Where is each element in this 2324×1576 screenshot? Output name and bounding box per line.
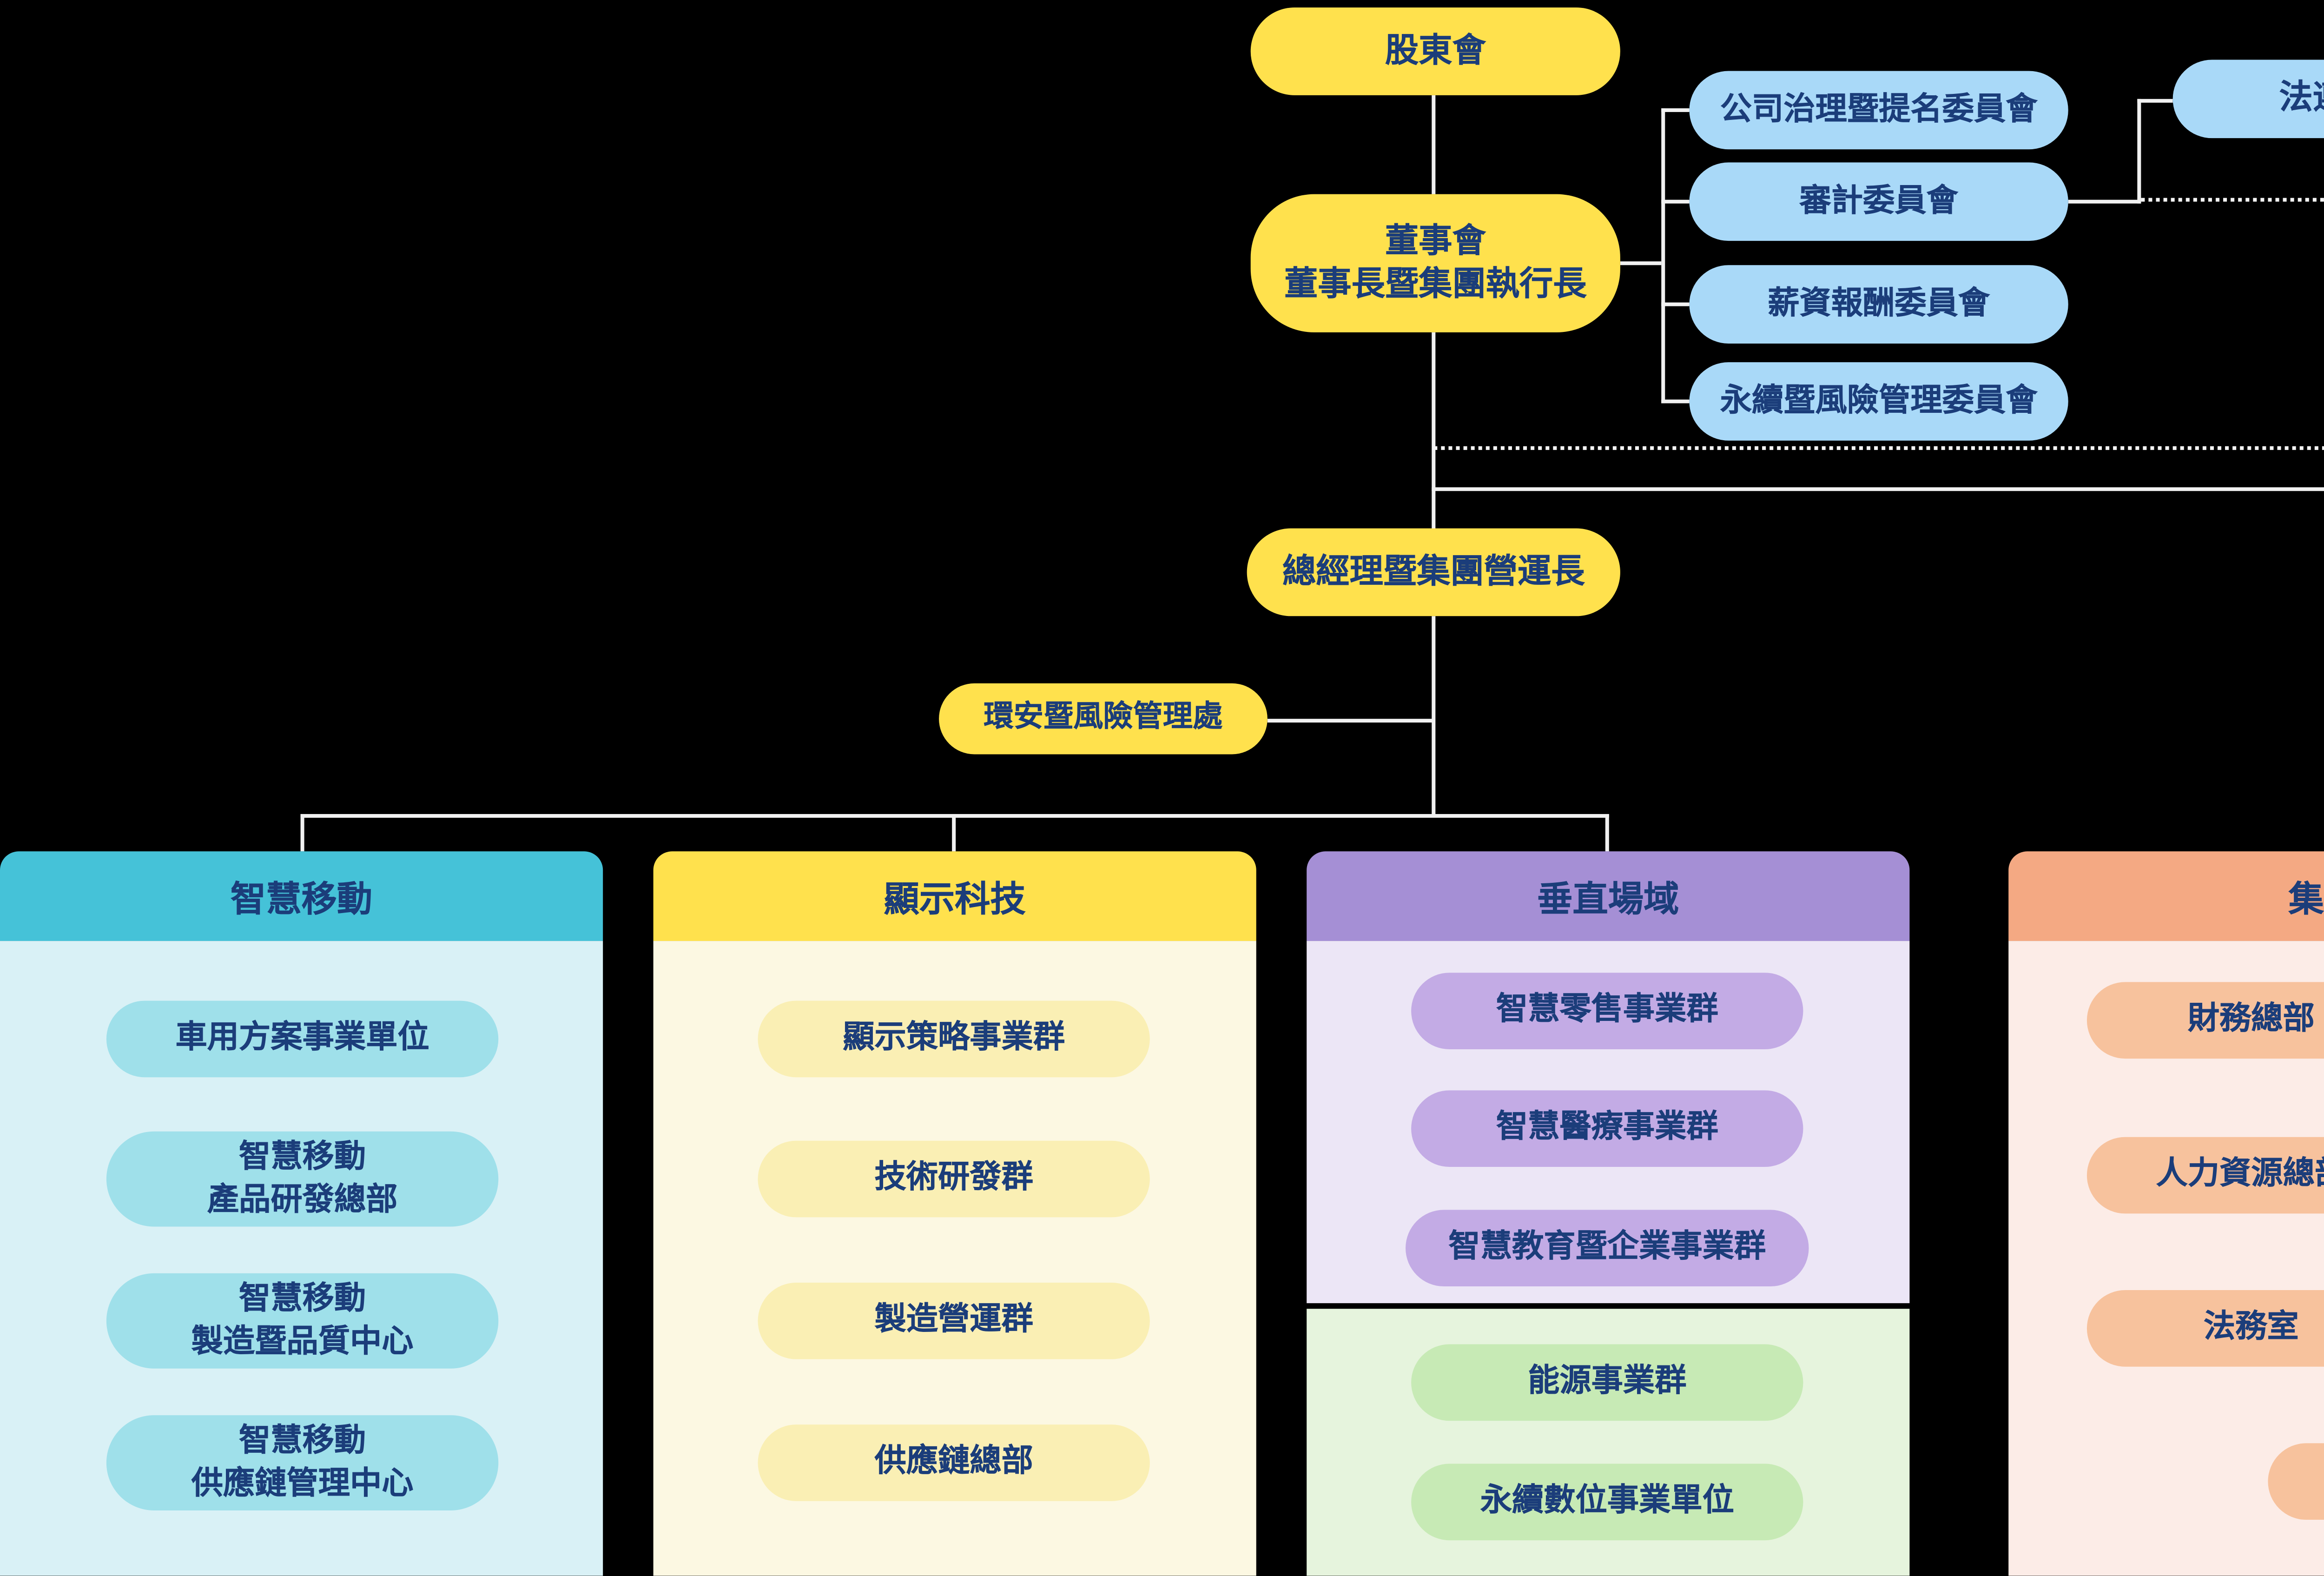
- connector-audit-compliance-h2: [2137, 99, 2173, 103]
- connector-drop-display: [952, 814, 956, 852]
- division-header-smart-mobility: 智慧移動: [0, 851, 603, 941]
- node-shareholders-meeting: 股東會: [1250, 7, 1620, 95]
- unit-smart-education-enterprise: 智慧教育暨企業事業群: [1406, 1210, 1809, 1287]
- connector-bracket-stub-2: [1661, 199, 1690, 204]
- connector-board-bracket: [1620, 261, 1662, 265]
- node-board-of-directors: 董事會 董事長暨集團執行長: [1250, 194, 1620, 332]
- connector-audit-compliance-v: [2137, 99, 2141, 204]
- unit-hr-hq: 人力資源總部: [2086, 1137, 2324, 1214]
- dotted-audit-right: [2141, 198, 2324, 202]
- unit-legal-office: 法務室: [2086, 1290, 2324, 1367]
- connector-bracket-vertical: [1661, 108, 1665, 404]
- division-header-group-support: 集團營運支援單位: [2008, 851, 2324, 941]
- connector-board-president: [1432, 332, 1436, 529]
- connector-bracket-stub-4: [1661, 399, 1690, 404]
- unit-manufacturing-ops: 製造營運群: [758, 1282, 1150, 1359]
- connector-president-split: [1432, 616, 1436, 818]
- unit-energy-business: 能源事業群: [1411, 1344, 1803, 1421]
- unit-technology-rd: 技術研發群: [758, 1140, 1150, 1218]
- connector-bracket-stub-1: [1661, 108, 1690, 112]
- connector-bracket-stub-3: [1661, 302, 1690, 306]
- division-header-vertical-domains: 垂直場域: [1307, 851, 1910, 941]
- unit-audit-management-office: 稽核管理處: [2268, 1443, 2324, 1520]
- unit-supply-chain-hq: 供應鏈總部: [758, 1424, 1150, 1501]
- node-committee-audit: 審計委員會: [1689, 162, 2068, 241]
- unit-mobility-supply-chain: 智慧移動 供應鏈管理中心: [106, 1415, 499, 1510]
- connector-audit-compliance-h1: [2068, 199, 2141, 204]
- connector-shareholders-board: [1432, 95, 1436, 194]
- node-committee-sustainability-risk: 永續暨風險管理委員會: [1689, 362, 2068, 441]
- node-president-coo: 總經理暨集團營運長: [1247, 528, 1620, 616]
- unit-smart-retail: 智慧零售事業群: [1411, 973, 1803, 1049]
- connector-support-horizontal: [1432, 487, 2324, 491]
- node-committee-compensation: 薪資報酬委員會: [1689, 265, 2068, 344]
- node-chief-compliance-advisor: 法遵總顧問: [2172, 60, 2324, 139]
- dotted-compliance-center: [1433, 446, 2324, 450]
- unit-mobility-product-rd: 智慧移動 產品研發總部: [106, 1131, 499, 1227]
- connector-drop-vertical: [1605, 814, 1609, 852]
- unit-finance-hq: 財務總部: [2086, 982, 2324, 1059]
- unit-mobility-mfg-quality: 智慧移動 製造暨品質中心: [106, 1273, 499, 1369]
- unit-sustainable-digital: 永續數位事業單位: [1411, 1463, 1803, 1541]
- unit-automotive-solutions: 車用方案事業單位: [106, 1000, 499, 1078]
- node-committee-governance-nomination: 公司治理暨提名委員會: [1689, 71, 2068, 150]
- connector-drop-mobility: [300, 814, 304, 852]
- unit-display-strategy: 顯示策略事業群: [758, 1000, 1150, 1078]
- unit-smart-medical: 智慧醫療事業群: [1411, 1090, 1803, 1167]
- node-esh-risk-management: 環安暨風險管理處: [939, 683, 1268, 755]
- division-header-display-tech: 顯示科技: [653, 851, 1256, 941]
- connector-esh-president: [1267, 719, 1434, 723]
